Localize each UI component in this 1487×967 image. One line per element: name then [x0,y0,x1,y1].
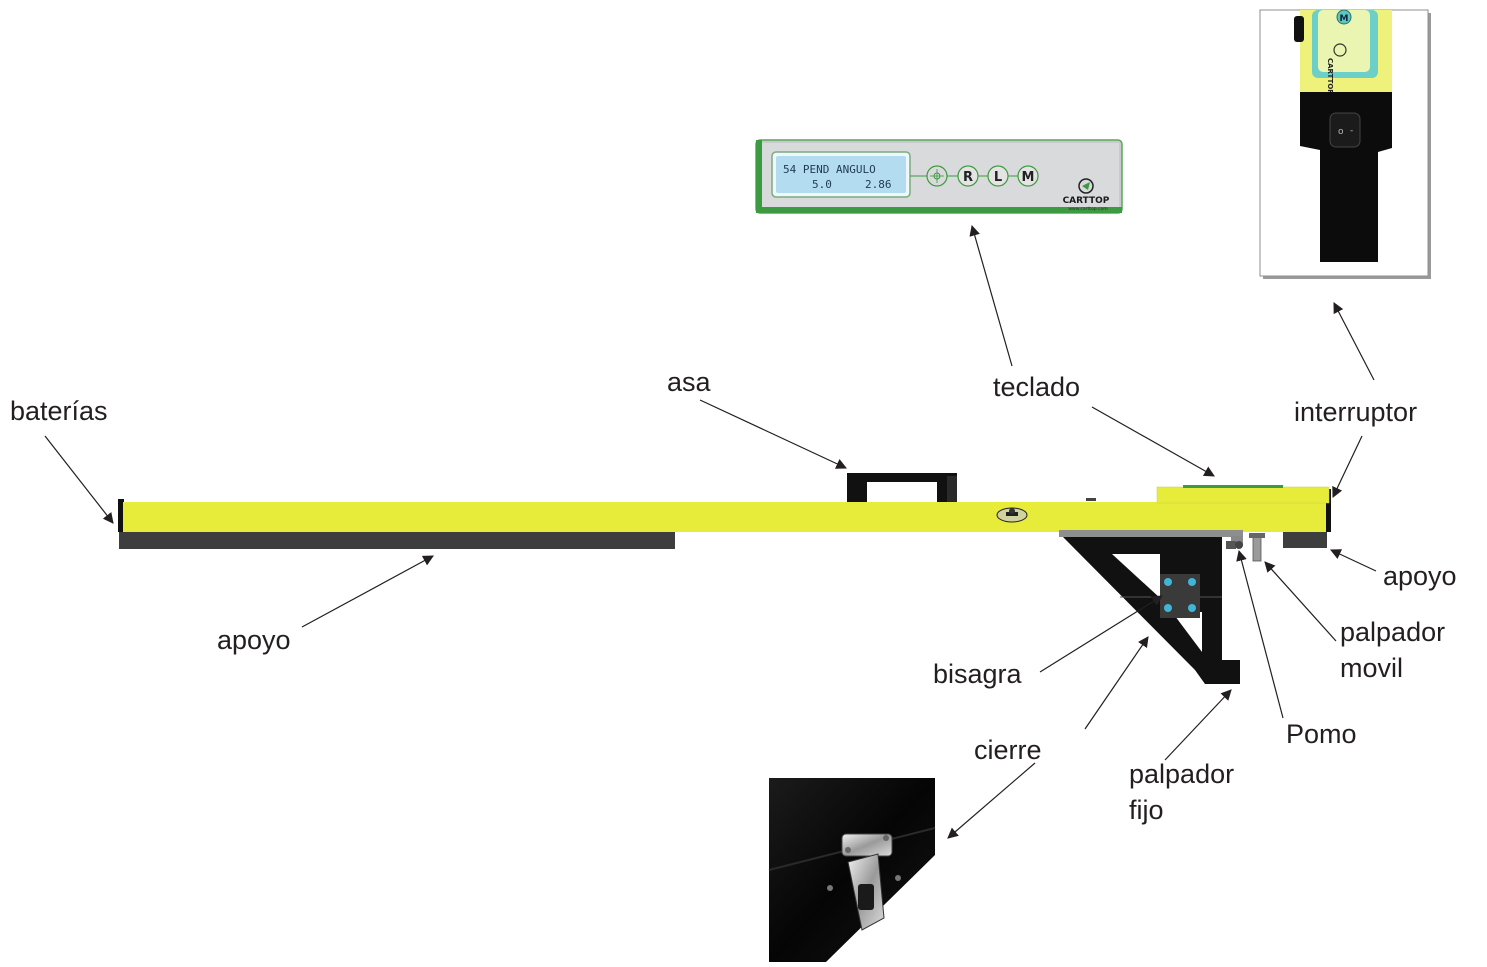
bracket-cutout-lower [1172,612,1202,652]
lcd-line-2: 5.0 2.86 [812,178,891,191]
bracket-cutout-upper [1112,554,1160,598]
arrow-apoyo-right [1330,549,1377,572]
keypad-green-edge-left [756,140,762,213]
inset-switch [1329,112,1361,148]
label-cierre: cierre [974,735,1042,765]
movable-probe [1252,534,1262,562]
inset-brand: CARTTOP [1326,58,1334,94]
inset-m-button-label: M [1340,14,1349,24]
label-interruptor: interruptor [1294,397,1418,427]
latch-inset [768,778,936,962]
lcd-line-1: 54 PEND ANGULO [783,163,876,176]
arrow-teclado-up [969,224,1013,367]
arrow-palpador-fijo [1164,689,1232,761]
lcd-screen [776,156,906,193]
inset-side-knob [1294,16,1304,42]
arrow-palpador-movil [1264,561,1337,642]
label-asa: asa [667,367,711,397]
knob [1226,536,1243,549]
latch-hardware [827,833,901,931]
keypad-panel: 54 PEND ANGULO 5.0 2.86 R L M CARTTOP ww… [755,139,1123,214]
label-palpador-fijo-line1: palpador [1129,759,1235,789]
label-palpador-movil-line1: palpador [1340,617,1446,647]
bar-small-mark [1086,498,1096,501]
bar-end-cap [1326,489,1331,532]
arrow-interruptor-down [1332,435,1363,498]
handle [847,473,957,502]
interruptor-inset: M CARTTOP o - [1259,9,1431,279]
label-apoyo-left: apoyo [217,625,291,655]
label-apoyo-right: apoyo [1383,561,1457,591]
keypad-button-l-label: L [994,170,1002,185]
keypad-url: www.carttop.com [1068,206,1107,212]
label-palpador-fijo-line2: fijo [1129,795,1164,825]
carttop-logo-icon [1078,178,1094,194]
keypad-green-edge-bottom [756,207,1122,213]
arrow-pomo [1236,549,1284,719]
inset-device-body [1300,92,1392,262]
keypad-brand: CARTTOP [1063,196,1110,206]
label-palpador-fijo: palpador fijo [1129,756,1234,828]
arrow-asa [699,399,847,469]
label-pomo: Pomo [1286,719,1357,749]
left-support [119,532,675,549]
keypad-button-r-label: R [963,170,973,185]
arrow-interruptor-up [1333,302,1375,381]
keypad-housing [1156,486,1330,504]
keypad-button-r[interactable] [957,165,979,187]
label-teclado: teclado [993,372,1081,402]
label-palpador-movil-line2: movil [1340,653,1404,683]
svg-text:o: o [1338,127,1344,137]
label-palpador-movil: palpador movil [1340,614,1445,686]
main-instrument [118,473,1331,684]
bracket-top-plate [1059,530,1243,537]
bubble-level-icon [996,507,1028,523]
svg-text:-: - [1350,126,1353,136]
arrow-baterias [44,435,114,524]
right-support [1283,532,1327,548]
arrow-apoyo-left [301,555,434,628]
callout-arrows [44,224,1377,839]
main-bar [123,502,1329,532]
keypad-button-m-label: M [1022,170,1035,185]
inset-m-button-icon [1336,9,1352,25]
keypad-button-m[interactable] [1017,165,1039,187]
arrow-bisagra [1039,595,1163,673]
arrow-cierre-up [1084,636,1149,730]
label-baterias: baterías [10,396,108,426]
arrow-cierre-down [947,762,1036,839]
hinge [1160,574,1200,618]
keypad-button-l[interactable] [987,165,1009,187]
arrow-teclado-down [1091,406,1215,477]
keypad-housing-green [1183,485,1283,488]
label-bisagra: bisagra [933,659,1022,689]
fixed-probe-bracket [1063,537,1240,684]
battery-cap [118,499,124,532]
